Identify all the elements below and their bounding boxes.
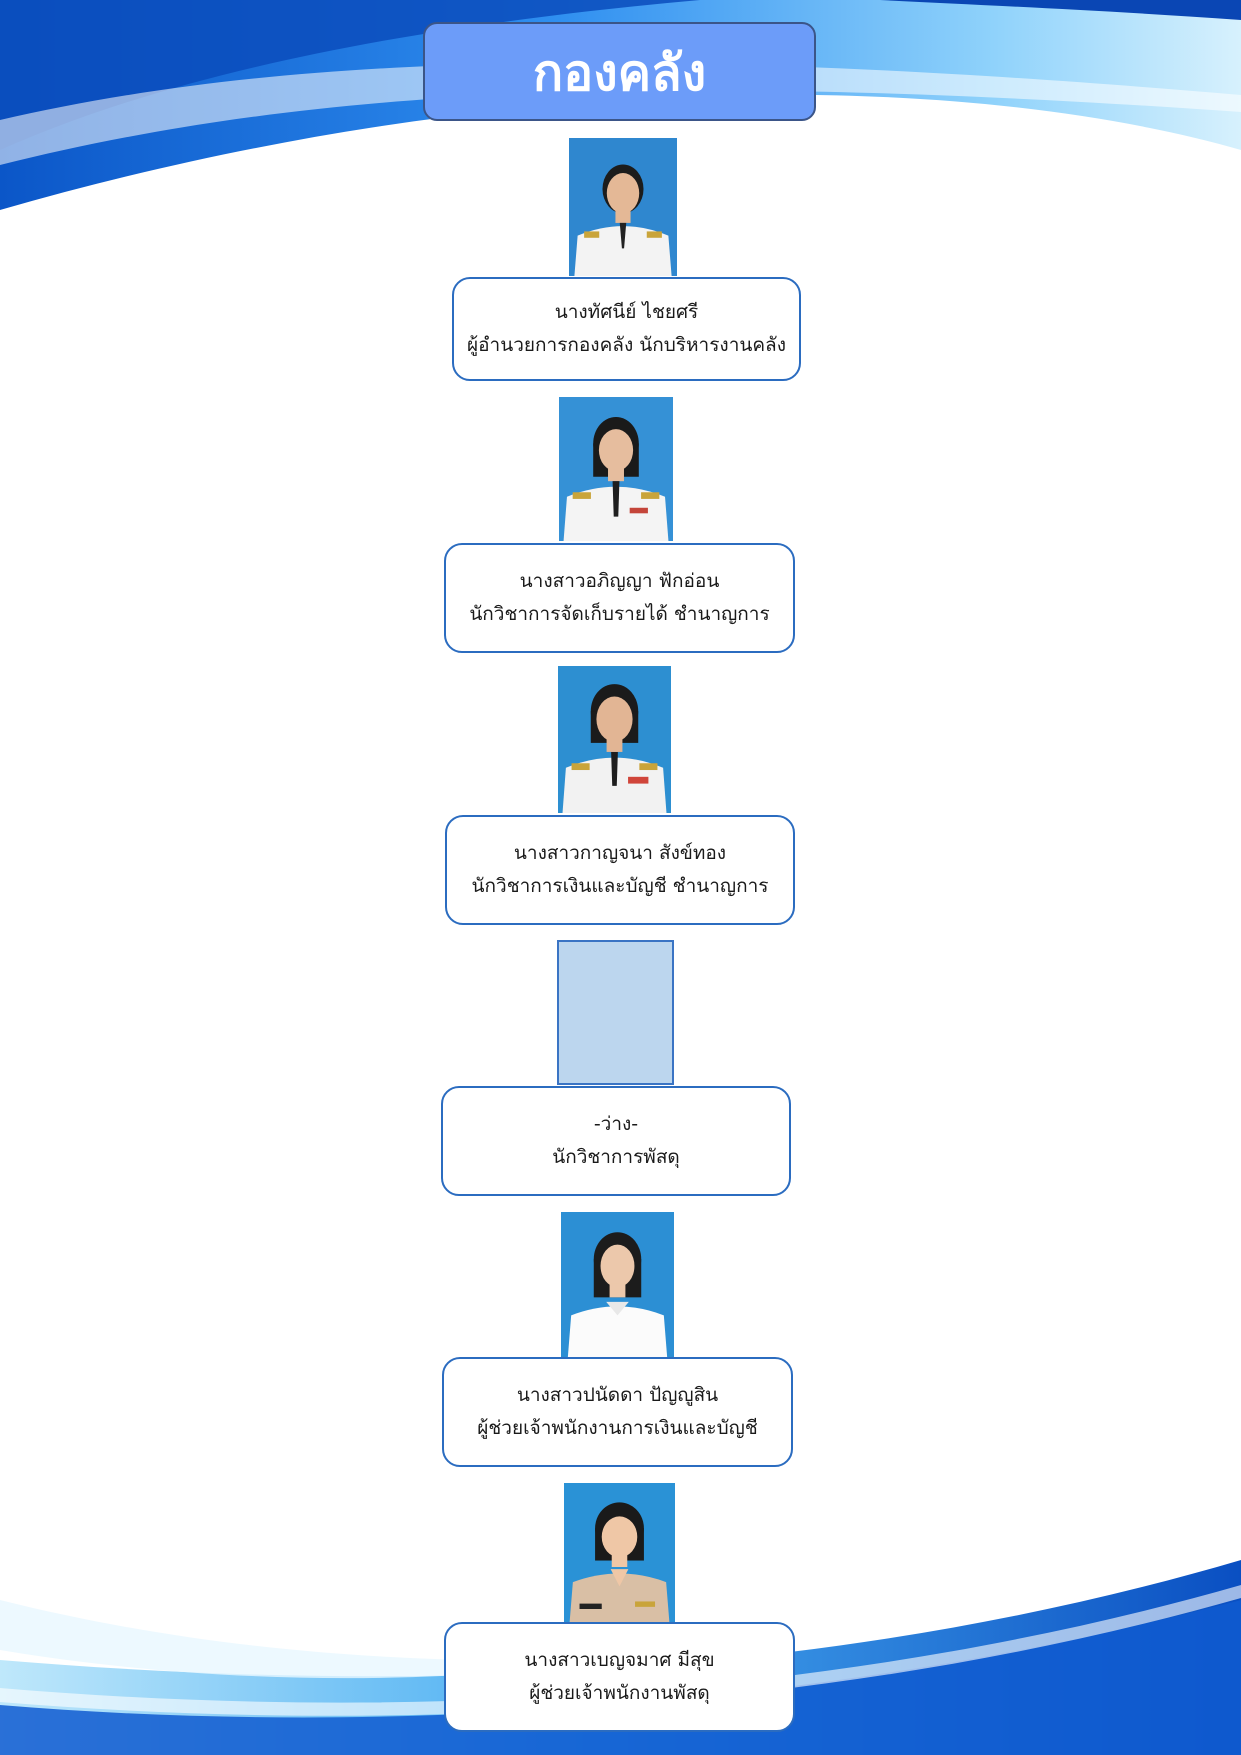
staff-position: ผู้ช่วยเจ้าพนักงานพัสดุ bbox=[529, 1682, 710, 1704]
staff-card-2: นางสาวอภิญญา ฟักอ่อน นักวิชาการจัดเก็บรา… bbox=[444, 543, 795, 653]
staff-name: นางสาวปนัดดา ปัญญูสิน bbox=[516, 1384, 719, 1406]
staff-name: -ว่าง- bbox=[593, 1113, 639, 1135]
staff-name: นางสาวเบญจมาศ มีสุข bbox=[524, 1649, 715, 1671]
staff-photo-3 bbox=[558, 666, 671, 813]
staff-card-6: นางสาวเบญจมาศ มีสุข ผู้ช่วยเจ้าพนักงานพั… bbox=[444, 1622, 795, 1732]
staff-photo-5 bbox=[561, 1212, 674, 1358]
staff-card-4: -ว่าง- นักวิชาการพัสดุ bbox=[441, 1086, 791, 1196]
staff-position: ผู้อำนวยการกองคลัง นักบริหารงานคลัง bbox=[467, 334, 786, 356]
staff-name: นางทัศนีย์ ไชยศรี bbox=[554, 301, 699, 323]
staff-card-3: นางสาวกาญจนา สังข์ทอง นักวิชาการเงินและบ… bbox=[445, 815, 795, 925]
staff-photo-6 bbox=[564, 1483, 675, 1623]
page-title: กองคลัง bbox=[423, 22, 816, 121]
staff-position: นักวิชาการจัดเก็บรายได้ ชำนาญการ bbox=[469, 603, 770, 625]
staff-position: ผู้ช่วยเจ้าพนักงานการเงินและบัญชี bbox=[477, 1417, 758, 1439]
staff-name: นางสาวกาญจนา สังข์ทอง bbox=[513, 842, 727, 864]
staff-photo-1 bbox=[569, 138, 677, 276]
staff-position: นักวิชาการเงินและบัญชี ชำนาญการ bbox=[471, 875, 769, 897]
staff-name: นางสาวอภิญญา ฟักอ่อน bbox=[519, 570, 720, 592]
staff-card-5: นางสาวปนัดดา ปัญญูสิน ผู้ช่วยเจ้าพนักงาน… bbox=[442, 1357, 793, 1467]
staff-position: นักวิชาการพัสดุ bbox=[552, 1146, 680, 1168]
staff-photo-2 bbox=[559, 397, 673, 541]
vacant-photo-placeholder bbox=[557, 940, 674, 1085]
staff-card-1: นางทัศนีย์ ไชยศรี ผู้อำนวยการกองคลัง นัก… bbox=[452, 277, 801, 381]
